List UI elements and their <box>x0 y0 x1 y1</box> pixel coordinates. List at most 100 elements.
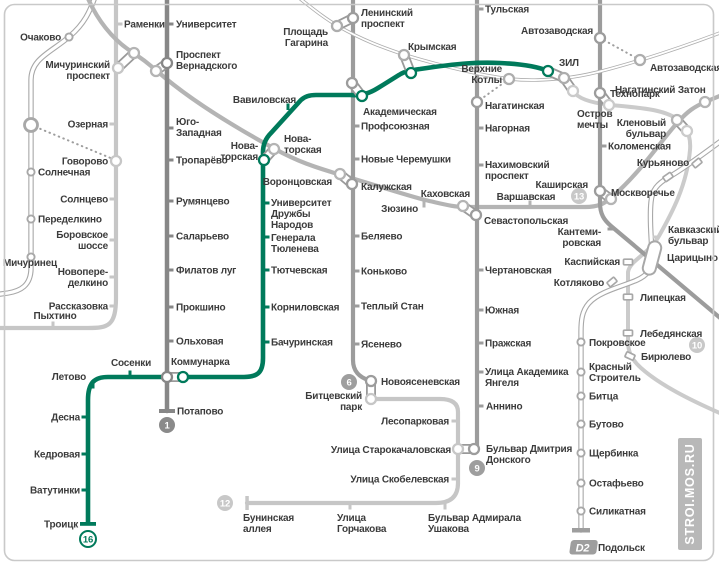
d2-badge-shape <box>569 540 598 555</box>
station-label: Каширская <box>535 180 588 191</box>
station-interchange-circle <box>345 76 359 90</box>
station-tick <box>167 22 174 26</box>
station-interchange-circle <box>404 66 418 80</box>
station-label: Аннино <box>486 402 522 413</box>
station-tick <box>109 275 116 279</box>
station-label: Покровское <box>589 338 646 349</box>
station-label: Говорово <box>62 157 108 168</box>
station-interchange-circle <box>257 153 271 167</box>
station-interchange-circle <box>397 48 411 62</box>
station-tick <box>451 477 458 481</box>
station-tick <box>477 7 484 11</box>
station-tick <box>263 201 270 205</box>
station-rail-circle <box>64 32 74 42</box>
station-label: Калужская <box>361 182 412 193</box>
station-interchange-circle <box>364 392 378 406</box>
terminus-troitsk <box>80 522 96 526</box>
station-label: Солнечная <box>38 168 91 179</box>
station-label: Академическая <box>363 107 437 118</box>
station-rail-circle <box>26 252 36 262</box>
d2-line-badge: D2 <box>569 540 598 555</box>
station-interchange-circle <box>364 374 378 388</box>
dotted-transfer <box>476 78 510 103</box>
line-bkl-path <box>86 0 719 210</box>
station-interchange-circle <box>330 19 344 33</box>
station-label: Курьяново <box>637 158 689 169</box>
station-label: Нова-торская <box>220 141 258 163</box>
station-label: Севастопольская <box>484 216 569 227</box>
station-label: Профсоюзная <box>361 121 430 133</box>
line-badge-label: 16 <box>83 534 93 545</box>
station-rail-circle <box>576 478 586 488</box>
station-label: Каспийская <box>564 257 620 268</box>
station-rail-circle <box>576 448 586 458</box>
line-2-path <box>597 0 719 320</box>
station-tick <box>81 488 88 492</box>
station-tick <box>528 200 532 207</box>
station-tick <box>477 268 484 272</box>
station-label: Улица Старокачаловская <box>331 445 451 456</box>
station-tick <box>167 158 174 162</box>
station-label: Бачуринская <box>271 338 333 349</box>
station-label: Коммунарка <box>171 357 230 368</box>
station-label: Ольховая <box>176 337 224 348</box>
station-tick <box>167 268 174 272</box>
station-rail-rect <box>622 293 634 301</box>
line-badge <box>159 417 175 433</box>
station-label: Улица Скобелевская <box>350 474 449 486</box>
station-label: Коньково <box>361 267 407 278</box>
station-interchange-circle <box>456 199 470 213</box>
station-label: Нова-торская <box>284 134 322 156</box>
line-badge <box>689 337 705 353</box>
station-tick <box>167 305 174 309</box>
station-interchange-circle <box>670 113 684 127</box>
station-tick <box>353 269 360 273</box>
station-label: Зюзино <box>381 204 418 215</box>
station-tick <box>263 235 270 239</box>
station-interchange-circle <box>593 184 607 198</box>
station-label: Кедровая <box>34 450 80 461</box>
map-frame <box>3 3 715 562</box>
station-tick <box>81 452 88 456</box>
line-biryulyovskaya-path <box>563 76 719 415</box>
station-tick <box>167 199 174 203</box>
station-interchange-circle <box>602 98 616 112</box>
station-label: Автозаводская <box>521 26 593 37</box>
station-interchange-circle <box>160 56 174 70</box>
watermark-text: STROI.MOS.RU <box>683 443 697 544</box>
station-tick <box>600 144 607 148</box>
line-solntsevskaya-path <box>0 0 119 331</box>
station-tick <box>109 238 116 242</box>
station-rail-circle <box>26 167 36 177</box>
station-interchange-circle <box>633 53 647 67</box>
station-interchange-circle <box>346 11 360 25</box>
station-label: Прокшино <box>176 303 226 314</box>
station-tick <box>353 234 360 238</box>
line-badge <box>469 460 485 476</box>
station-tick <box>652 235 659 239</box>
station-tick <box>353 342 360 346</box>
station-interchange-circle <box>469 208 483 222</box>
station-tick <box>353 124 360 128</box>
terminus-bars <box>80 409 590 533</box>
station-tick <box>263 305 270 309</box>
station-label: Университет <box>176 20 237 31</box>
station-interchange-circle <box>109 154 123 168</box>
station-tick <box>451 419 458 423</box>
station-label: Лебедянская <box>640 328 703 340</box>
station-tick <box>477 370 484 374</box>
station-tick <box>348 503 352 510</box>
terminus-buninskaya <box>245 496 249 510</box>
station-tick <box>286 103 290 110</box>
station-label: Нагатинская <box>485 101 545 112</box>
